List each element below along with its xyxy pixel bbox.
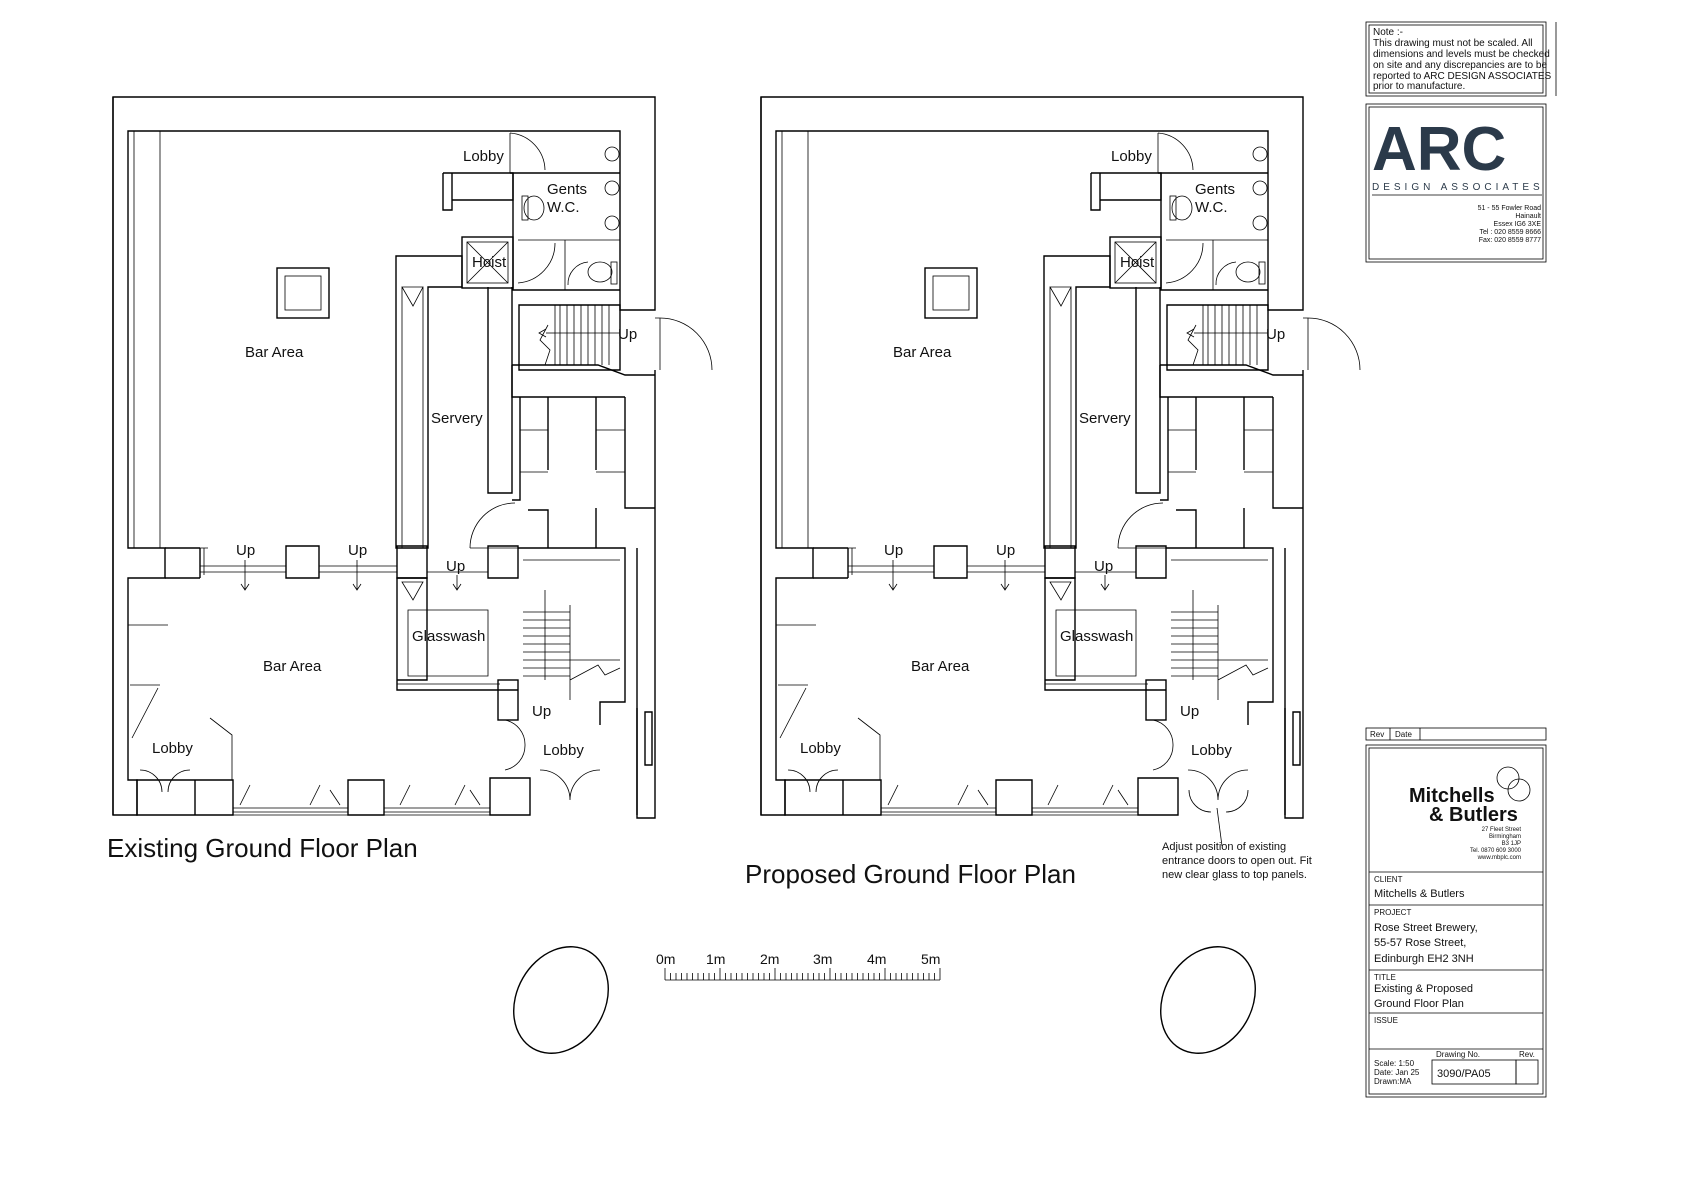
arc-logo: ARC (1372, 115, 1506, 184)
title-line: Existing & Proposed (1374, 983, 1473, 995)
room-label: Gents (547, 181, 587, 198)
rev-label: Rev (1370, 730, 1384, 739)
date-value: Date: Jan 25 (1374, 1068, 1420, 1077)
room-label: Lobby (1191, 742, 1232, 759)
scale-bar: 0m 1m 2m 3m 4m 5m (656, 951, 940, 981)
architect-address: Hainault (1515, 213, 1541, 220)
room-label: Glasswash (412, 628, 485, 645)
client-address: Birmingham (1489, 834, 1521, 840)
scale-value: Scale: 1:50 (1374, 1059, 1415, 1068)
room-label: Servery (431, 410, 483, 427)
north-point-symbol (1160, 946, 1256, 1054)
room-label: Lobby (543, 742, 584, 759)
scale-label: 0m (656, 951, 675, 967)
scale-label: 5m (921, 951, 940, 967)
title-label: TITLE (1374, 973, 1396, 982)
stair-label: Up (1180, 703, 1199, 720)
client-address: 27 Fleet Street (1482, 827, 1522, 833)
client-logo: Mitchells (1409, 785, 1495, 807)
room-label: Glasswash (1060, 628, 1133, 645)
note-line: Note :- (1373, 27, 1403, 38)
project-line: 55-57 Rose Street, (1374, 937, 1466, 949)
client-logo: & Butlers (1429, 804, 1518, 826)
room-label: Lobby (1111, 148, 1152, 165)
stair-label: Up (884, 542, 903, 559)
stair-label: Up (532, 703, 551, 720)
room-label: W.C. (1195, 199, 1228, 216)
room-label: Servery (1079, 410, 1131, 427)
project-line: Edinburgh EH2 3NH (1374, 953, 1474, 965)
annotation-leader (1216, 807, 1223, 847)
stair-label: Up (446, 558, 465, 575)
room-label: Bar Area (911, 658, 970, 675)
client-address: www.mbplc.com (1477, 855, 1521, 861)
stair-label: Up (1266, 326, 1285, 343)
stair-label: Up (348, 542, 367, 559)
note-line: This drawing must not be scaled. All (1373, 38, 1533, 49)
note-line: dimensions and levels must be checked (1373, 49, 1550, 60)
room-label: Lobby (800, 740, 841, 757)
scale-label: 3m (813, 951, 832, 967)
scale-label: 2m (760, 951, 779, 967)
title-line: Ground Floor Plan (1374, 998, 1464, 1010)
client-label: CLIENT (1374, 875, 1403, 884)
room-label: W.C. (547, 199, 580, 216)
client-value: Mitchells & Butlers (1374, 888, 1465, 900)
project-line: Rose Street Brewery, (1374, 922, 1478, 934)
room-label: Gents (1195, 181, 1235, 198)
scale-label: 1m (706, 951, 725, 967)
drawing-no-label: Drawing No. (1436, 1050, 1480, 1059)
architect-address: Tel : 020 8559 8666 (1480, 229, 1542, 236)
project-label: PROJECT (1374, 908, 1411, 917)
architect-address: Fax: 020 8559 8777 (1479, 237, 1541, 244)
scale-label: 4m (867, 951, 886, 967)
architect-name: DESIGN ASSOCIATES (1372, 182, 1544, 193)
date-label: Date (1395, 730, 1412, 739)
note-line: reported to ARC DESIGN ASSOCIATES (1373, 71, 1552, 82)
architect-address: Essex IG6 3XE (1494, 221, 1542, 228)
proposed-plan-title: Proposed Ground Floor Plan (745, 859, 1076, 889)
existing-plan-title: Existing Ground Floor Plan (107, 833, 418, 863)
proposed-plan: Lobby Gents W.C. Hoist Bar Area Up Serve… (760, 96, 1361, 819)
note-line: prior to manufacture. (1373, 81, 1465, 92)
room-label: Bar Area (893, 344, 952, 361)
existing-plan: Lobby Gents W.C. Hoist Bar Area Up Serve… (112, 96, 713, 819)
room-label: Lobby (463, 148, 504, 165)
rev-col-label: Rev. (1519, 1050, 1535, 1059)
stair-label: Up (996, 542, 1015, 559)
annotation-line: entrance doors to open out. Fit (1162, 855, 1312, 867)
room-label: Bar Area (263, 658, 322, 675)
stair-label: Up (1094, 558, 1113, 575)
drawn-value: Drawn:MA (1374, 1077, 1412, 1086)
architect-box: ARC DESIGN ASSOCIATES 51 - 55 Fowler Roa… (1365, 103, 1547, 263)
client-address: Tel. 0870 609 3000 (1470, 848, 1522, 854)
annotation-line: Adjust position of existing (1162, 841, 1286, 853)
annotation-line: new clear glass to top panels. (1162, 869, 1307, 881)
drawing-number: 3090/PA05 (1437, 1068, 1491, 1080)
title-block: Rev Date Mitchells & Butlers 27 Fleet St… (1365, 727, 1547, 1098)
client-address: B3 1JP (1502, 841, 1521, 847)
room-label: Hoist (472, 254, 507, 271)
room-label: Bar Area (245, 344, 304, 361)
stair-label: Up (236, 542, 255, 559)
stair-label: Up (618, 326, 637, 343)
room-label: Hoist (1120, 254, 1155, 271)
note-box: Note :- This drawing must not be scaled.… (1365, 21, 1557, 97)
room-label: Lobby (152, 740, 193, 757)
north-point-symbol (513, 946, 609, 1054)
architect-address: 51 - 55 Fowler Road (1478, 205, 1542, 212)
issue-label: ISSUE (1374, 1016, 1398, 1025)
note-line: on site and any discrepancies are to be (1373, 60, 1547, 71)
